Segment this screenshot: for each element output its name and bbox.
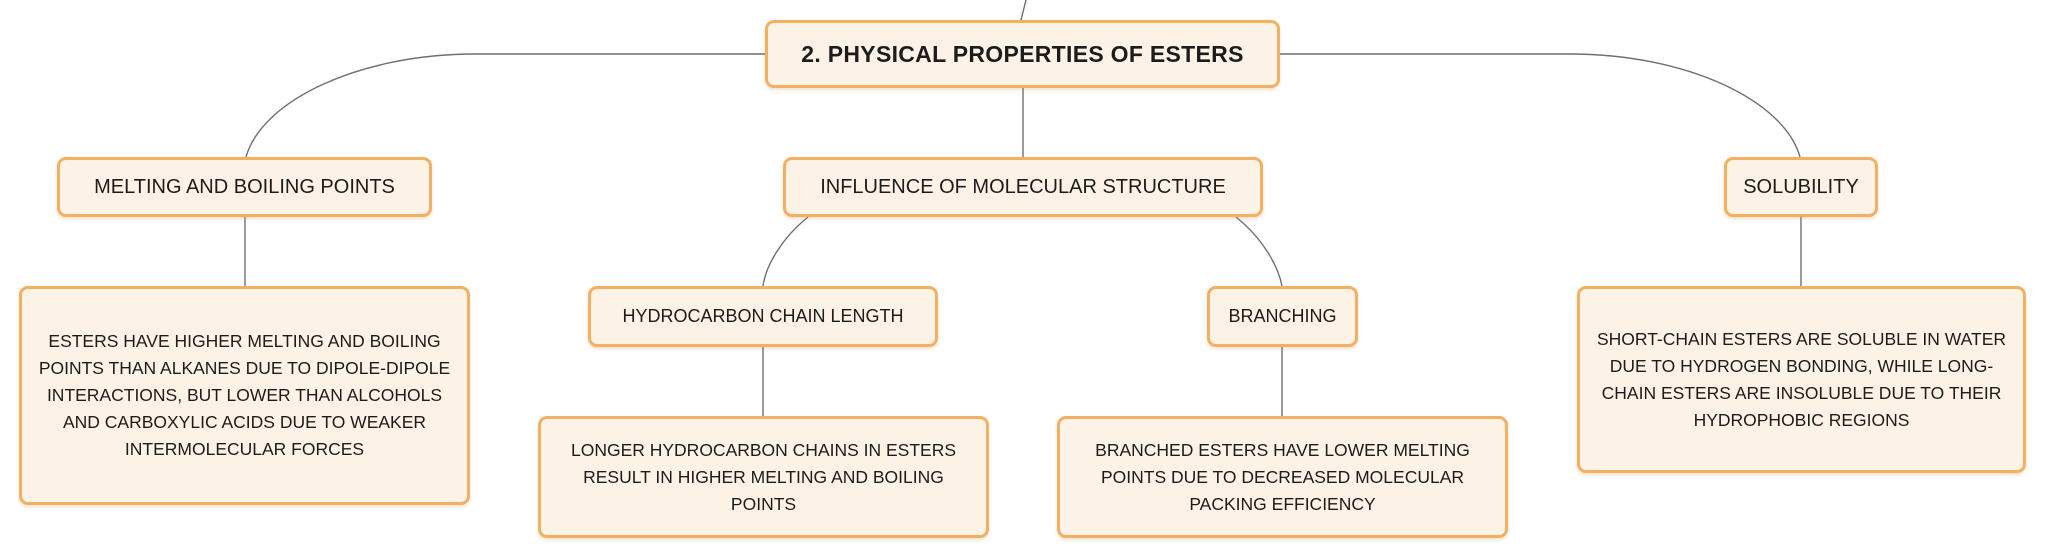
connector-root-to-melting [245,53,765,158]
detail-node-branching[interactable]: BRANCHED ESTERS HAVE LOWER MELTING POINT… [1057,416,1508,538]
root-node[interactable]: 2. PHYSICAL PROPERTIES OF ESTERS [765,20,1280,88]
connector-root-to-solubility [1280,53,1801,158]
detail-text: BRANCHED ESTERS HAVE LOWER MELTING POINT… [1095,439,1470,514]
topic-node-molecular-structure[interactable]: INFLUENCE OF MOLECULAR STRUCTURE [783,157,1263,217]
detail-node-solubility[interactable]: SHORT-CHAIN ESTERS ARE SOLUBLE IN WATER … [1577,286,2026,473]
topic-label: INFLUENCE OF MOLECULAR STRUCTURE [820,175,1226,198]
connector-influence-to-branching [1235,216,1283,287]
detail-text: ESTERS HAVE HIGHER MELTING AND BOILING P… [38,331,451,459]
detail-node-melting-boiling-points[interactable]: ESTERS HAVE HIGHER MELTING AND BOILING P… [19,286,470,505]
detail-text: SHORT-CHAIN ESTERS ARE SOLUBLE IN WATER … [1596,328,2007,430]
subtopic-label: HYDROCARBON CHAIN LENGTH [622,306,904,326]
subtopic-node-chain-length[interactable]: HYDROCARBON CHAIN LENGTH [588,286,938,347]
root-node-label: 2. PHYSICAL PROPERTIES OF ESTERS [801,40,1244,67]
connector-influence-to-chain [762,216,809,287]
subtopic-node-branching[interactable]: BRANCHING [1207,286,1358,347]
topic-node-solubility[interactable]: SOLUBILITY [1724,157,1878,217]
connector-root-incoming [1020,0,1027,21]
topic-label: MELTING AND BOILING POINTS [94,175,395,198]
topic-label: SOLUBILITY [1743,175,1859,198]
subtopic-label: BRANCHING [1228,306,1337,326]
detail-text: LONGER HYDROCARBON CHAINS IN ESTERS RESU… [570,439,957,514]
detail-node-chain-length[interactable]: LONGER HYDROCARBON CHAINS IN ESTERS RESU… [538,416,989,538]
topic-node-melting-boiling-points[interactable]: MELTING AND BOILING POINTS [57,157,432,217]
